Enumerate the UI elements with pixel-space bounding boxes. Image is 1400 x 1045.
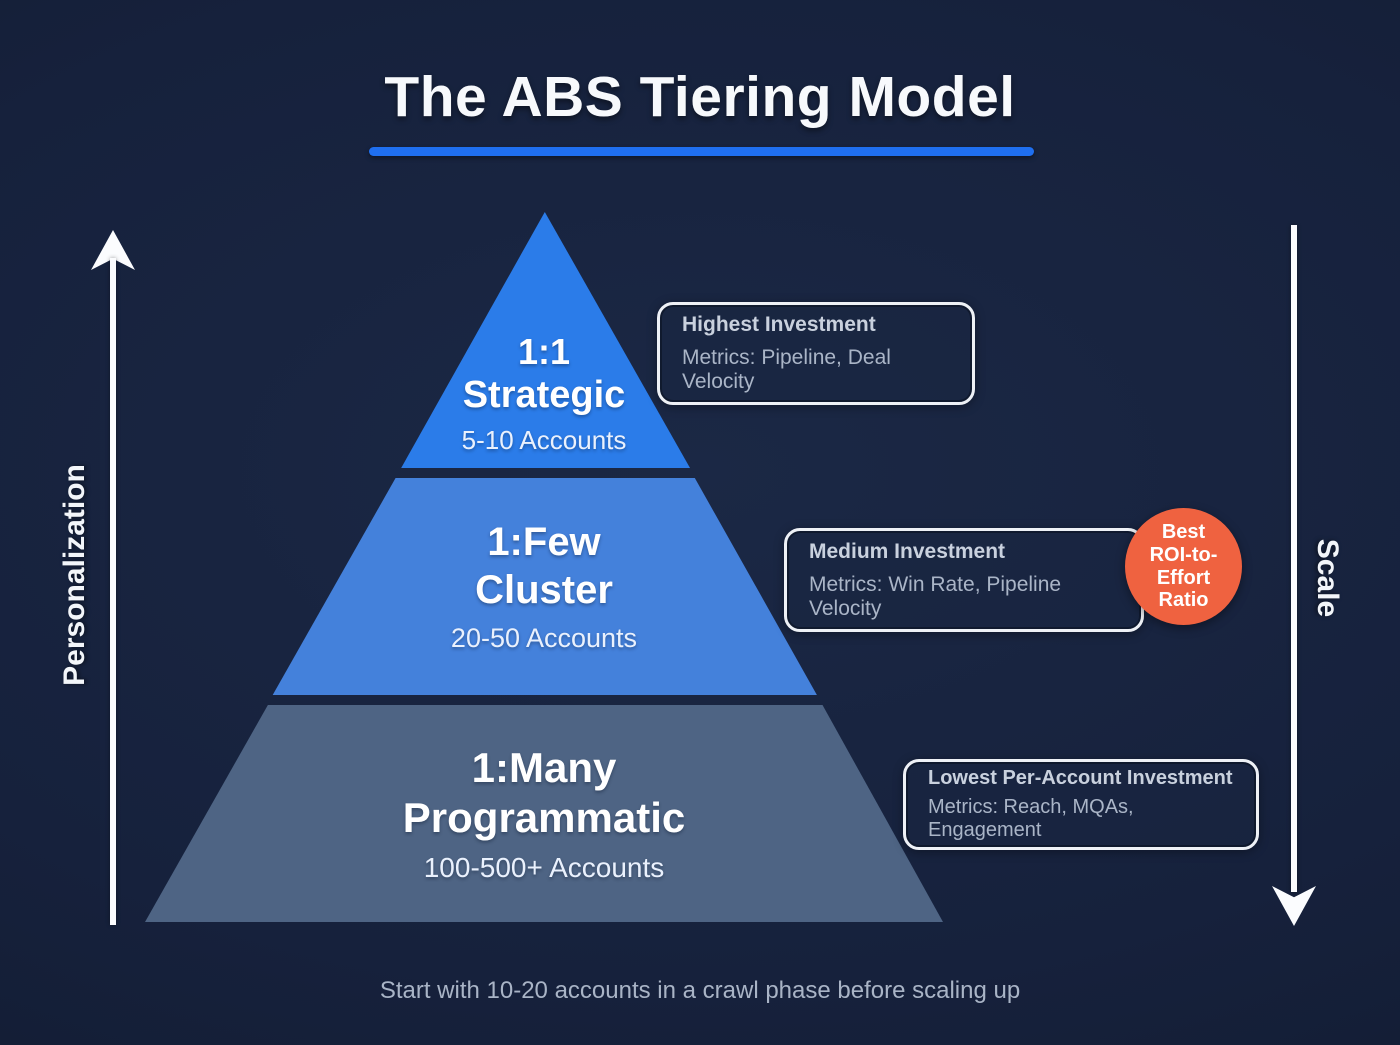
tier-cluster: 1:Few Cluster 20-50 Accounts (272, 478, 817, 695)
callout-title: Lowest Per-Account Investment (928, 767, 1233, 789)
pyramid: 1:1 Strategic 5-10 Accounts 1:Few Cluste… (145, 212, 943, 922)
callout-title: Highest Investment (682, 313, 876, 336)
tier-strategic-ratio: 1:1 (517, 330, 571, 372)
tier-cluster-ratio: 1:Few (487, 520, 601, 565)
callout-title: Medium Investment (809, 539, 1006, 563)
callout-lowest-investment: Lowest Per-Account Investment Metrics: R… (903, 759, 1259, 850)
callout-metrics: Metrics: Reach, MQAs, Engagement (928, 796, 1134, 841)
tier-cluster-accounts: 20-50 Accounts (450, 622, 638, 653)
scale-axis-label: Scale (1311, 538, 1344, 618)
page-title: The ABS Tiering Model (384, 65, 1016, 129)
badge-line: ROI-to- (1149, 543, 1218, 566)
arrow-down-icon (1272, 886, 1316, 926)
callout-medium-investment: Medium Investment Metrics: Win Rate, Pip… (784, 528, 1144, 632)
tier-programmatic-ratio: 1:Many (471, 744, 617, 792)
tier-cluster-label: Cluster (475, 567, 613, 612)
tier-strategic-accounts: 5-10 Accounts (461, 425, 627, 455)
callout-metrics: Metrics: Pipeline, Deal Velocity (682, 346, 891, 393)
badge-line: Ratio (1158, 589, 1209, 612)
badge-line: Best (1161, 520, 1206, 543)
tier-programmatic: 1:Many Programmatic 100-500+ Accounts (145, 705, 943, 922)
scale-axis-line (1291, 225, 1297, 892)
best-roi-badge: Best ROI-to- Effort Ratio (1125, 508, 1242, 625)
tier-programmatic-label: Programmatic (402, 794, 686, 841)
tier-strategic-label: Strategic (462, 374, 626, 417)
title-underline (369, 147, 1034, 156)
personalization-axis-line (110, 258, 116, 925)
footer-note: Start with 10-20 accounts in a crawl pha… (379, 977, 1021, 1004)
tier-programmatic-accounts: 100-500+ Accounts (423, 851, 665, 883)
callout-highest-investment: Highest Investment Metrics: Pipeline, De… (657, 302, 975, 405)
callout-metrics: Metrics: Win Rate, Pipeline Velocity (809, 572, 1062, 620)
personalization-axis-label: Personalization (58, 464, 91, 686)
badge-line: Effort (1156, 566, 1211, 589)
